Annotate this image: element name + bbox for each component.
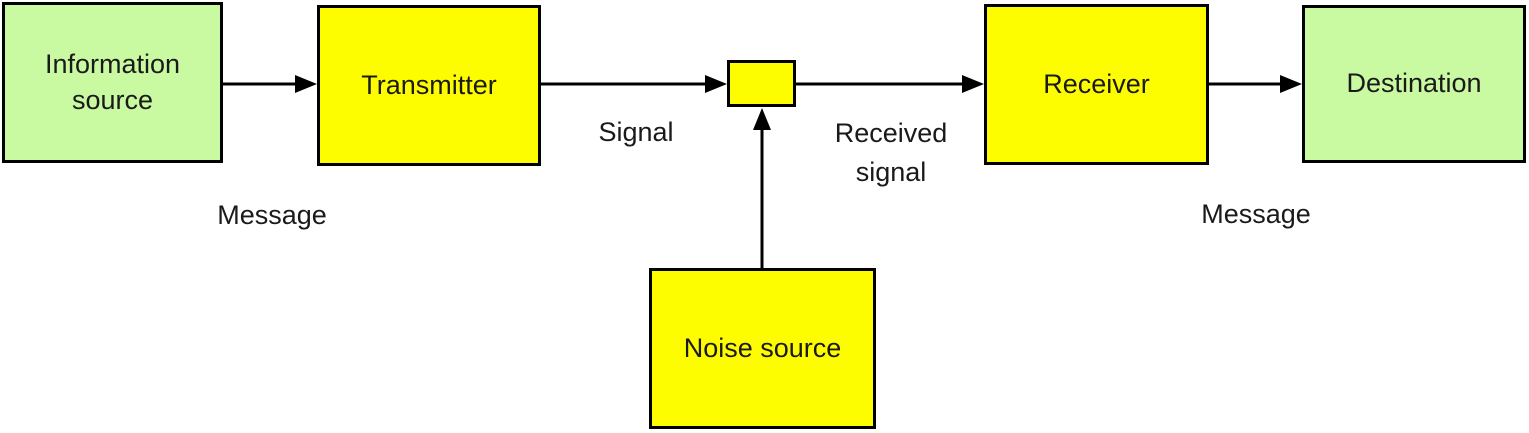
- arrow-junction-to-receiver: [796, 75, 984, 93]
- edge-label-message-left: Message: [217, 200, 327, 230]
- node-channel-junction: [727, 60, 796, 107]
- edge-label-received-signal: Received signal: [834, 118, 948, 188]
- node-destination: Destination: [1302, 5, 1526, 163]
- node-noise-source-label: Noise source: [683, 332, 842, 363]
- arrow-noise-to-junction: [753, 108, 771, 268]
- node-information-source: Information source: [2, 2, 223, 163]
- node-information-source-label: Information source: [44, 49, 181, 115]
- arrow-receiver-to-destination: [1209, 75, 1302, 93]
- edge-label-message-right: Message: [1201, 199, 1311, 229]
- node-transmitter-label: Transmitter: [361, 69, 497, 100]
- edge-label-signal: Signal: [598, 117, 674, 147]
- arrow-transmitter-to-junction: [541, 75, 727, 93]
- node-destination-label: Destination: [1346, 68, 1482, 99]
- node-receiver-label: Receiver: [1043, 68, 1150, 99]
- node-noise-source: Noise source: [649, 268, 876, 429]
- arrow-info-to-transmitter: [223, 75, 317, 93]
- node-receiver: Receiver: [984, 4, 1209, 165]
- node-transmitter: Transmitter: [317, 5, 541, 166]
